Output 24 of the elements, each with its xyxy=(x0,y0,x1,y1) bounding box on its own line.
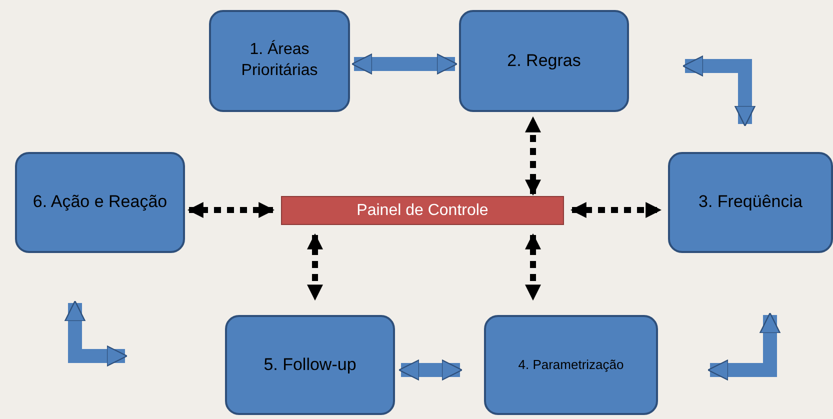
dashed-double-arrow xyxy=(570,202,662,218)
dashed-double-arrow xyxy=(525,233,541,301)
dashed-double-arrow xyxy=(307,233,323,301)
node-label: 1. Áreas Prioritárias xyxy=(240,40,319,81)
node-label: 5. Follow-up xyxy=(264,354,356,376)
process-box xyxy=(15,152,185,253)
block-double-arrow xyxy=(64,300,128,367)
block-double-arrow xyxy=(351,53,458,75)
process-box xyxy=(668,152,833,253)
process-box xyxy=(459,10,629,112)
block-double-arrow xyxy=(398,359,463,381)
process-box xyxy=(484,315,658,415)
node-label: 2. Regras xyxy=(507,50,581,72)
dashed-double-arrow xyxy=(525,116,541,196)
dashed-double-arrow xyxy=(187,202,275,218)
control-panel-bar xyxy=(281,196,564,225)
node-label: 3. Freqüência xyxy=(698,191,802,214)
node-label: 4. Parametrização xyxy=(518,356,624,374)
node-label: 6. Ação e Reação xyxy=(32,191,168,214)
block-double-arrow xyxy=(682,55,756,127)
process-box xyxy=(225,315,395,415)
block-double-arrow xyxy=(707,312,781,381)
process-box xyxy=(209,10,350,112)
node-label: Painel de Controle xyxy=(356,202,488,220)
